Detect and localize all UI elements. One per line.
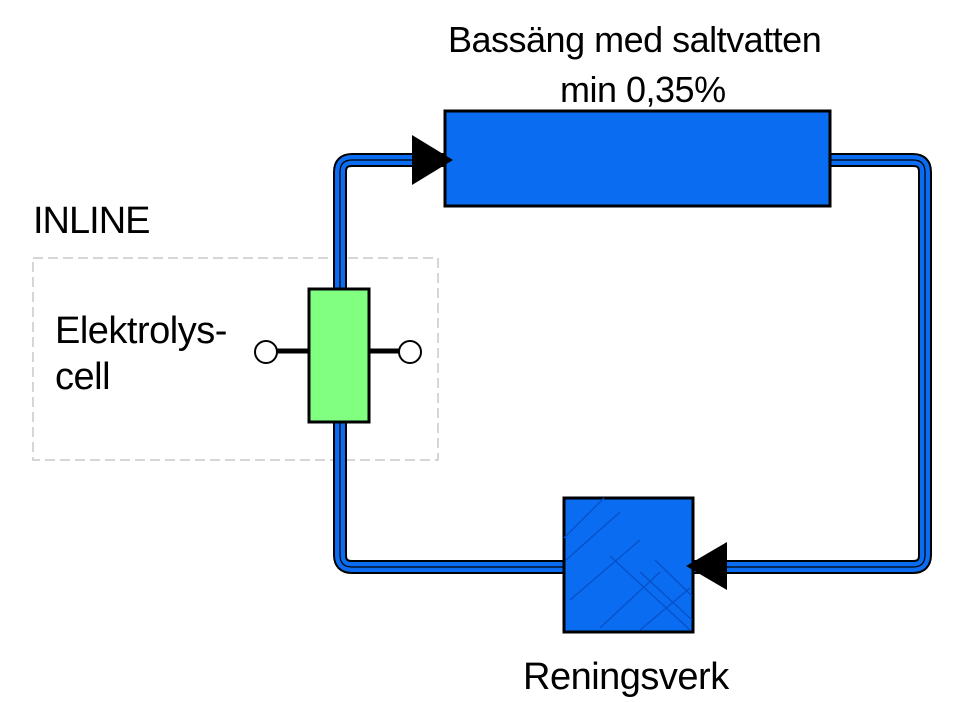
- inline-label: INLINE: [33, 200, 150, 242]
- pool-label-line1: Bassäng med saltvatten: [448, 19, 822, 60]
- flow-arrow-into-pool: [412, 135, 453, 185]
- inline-enclosure: [32, 257, 439, 461]
- flow-arrow-into-plant: [686, 542, 727, 590]
- pool-basin: [443, 109, 832, 208]
- pool-label-line2: min 0,35%: [560, 69, 726, 110]
- cell-label-line1: Elektrolys-: [55, 310, 227, 352]
- electrolysis-cell: [254, 287, 422, 424]
- plant-label: Reningsverk: [523, 656, 729, 698]
- terminal-left-icon: [254, 340, 278, 364]
- terminal-right-icon: [398, 340, 422, 364]
- cell-label-line2: cell: [55, 356, 111, 398]
- treatment-plant: [562, 496, 695, 634]
